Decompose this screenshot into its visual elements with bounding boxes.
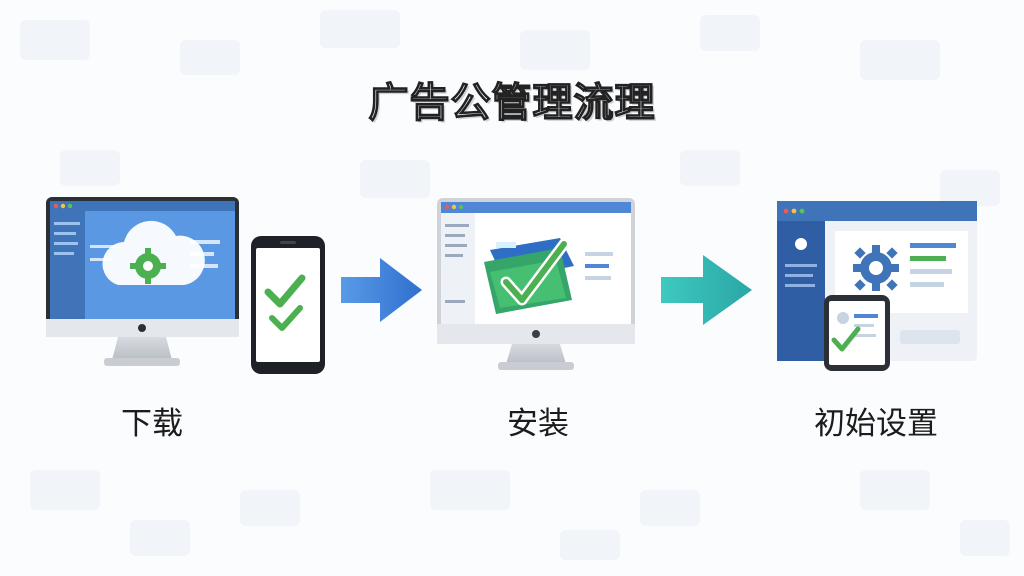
gear-settings-icon — [853, 245, 899, 291]
diagram-title: 广告公管理流理 — [368, 79, 656, 126]
smartphone-icon — [251, 236, 325, 374]
stage-label-download: 下载 — [121, 406, 183, 442]
arrow-right-icon — [661, 255, 752, 325]
download-stage-art — [46, 197, 325, 374]
cloud-gear-icon — [102, 220, 205, 285]
checkmark-package-icon — [484, 238, 574, 314]
tablet-icon — [824, 295, 890, 371]
stage-label-install: 安装 — [507, 406, 569, 442]
setup-stage-art — [777, 201, 977, 371]
arrow-right-icon — [341, 258, 422, 322]
stage-label-setup: 初始设置 — [814, 406, 938, 442]
install-stage-art — [437, 198, 635, 370]
